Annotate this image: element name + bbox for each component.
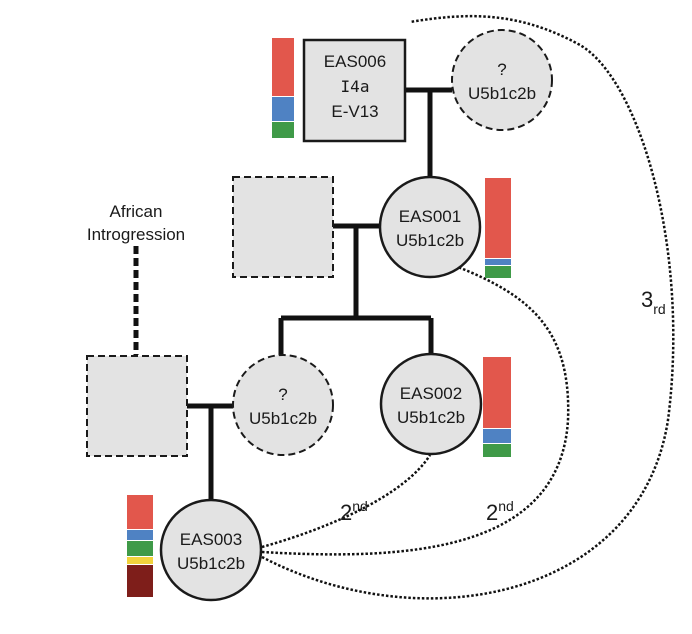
eas006-ychrom: E-V13	[331, 102, 378, 121]
eas001-circle	[378, 175, 482, 279]
african-label-line1: African	[110, 202, 163, 221]
mother-unknown-top-mtdna: U5b1c2b	[468, 84, 536, 103]
ancestry-segment-eas003-green	[127, 541, 153, 556]
ancestry-segment-eas006-blue	[272, 97, 294, 121]
eas003-id: EAS003	[180, 530, 242, 549]
relatedness-label-3rd: 3rd	[641, 287, 666, 317]
eas002-id: EAS002	[400, 384, 462, 403]
father-unknown-bottom-square	[86, 355, 188, 457]
ancestry-segment-eas002-red	[483, 357, 511, 428]
mother-unknown-mid-circle	[232, 354, 334, 456]
ancestry-bar-eas006	[272, 38, 294, 138]
eas002-circle	[379, 352, 483, 456]
ancestry-segment-eas006-green	[272, 122, 294, 138]
relation-curve-eas003-eas002	[261, 454, 432, 549]
eas002-mtdna: U5b1c2b	[397, 408, 465, 427]
relatedness-label-2nd-b: 2nd	[486, 498, 514, 525]
ancestry-segment-eas006-red	[272, 38, 294, 96]
ancestry-segment-eas003-blue	[127, 530, 153, 540]
pedigree-lines	[133, 87, 452, 505]
eas001-mtdna: U5b1c2b	[396, 231, 464, 250]
ancestry-segment-eas001-blue	[485, 259, 511, 265]
ancestry-segment-eas003-yellow	[127, 557, 153, 564]
ancestry-segment-eas002-green	[483, 444, 511, 457]
mother-unknown-top-circle	[451, 29, 553, 131]
ancestry-segment-eas001-green	[485, 266, 511, 278]
mother-unknown-top-id: ?	[497, 60, 506, 79]
father-unknown-mid-square	[232, 176, 334, 278]
mother-unknown-mid-mtdna: U5b1c2b	[249, 409, 317, 428]
eas001-id: EAS001	[399, 207, 461, 226]
ancestry-bar-eas003	[127, 495, 153, 597]
eas003-mtdna: U5b1c2b	[177, 554, 245, 573]
relation-curve-eas003-eas001	[261, 258, 570, 556]
african-label-line2: Introgression	[87, 225, 185, 244]
mother-unknown-mid-id: ?	[278, 385, 287, 404]
ancestry-segment-eas002-blue	[483, 429, 511, 443]
ancestry-bar-eas001	[485, 178, 511, 278]
ancestry-segment-eas003-darkred	[127, 565, 153, 597]
ancestry-segment-eas001-red	[485, 178, 511, 258]
ancestry-segment-eas003-red	[127, 495, 153, 529]
eas006-id: EAS006	[324, 52, 386, 71]
eas006-mtdna: I4a	[341, 77, 370, 96]
eas006-square	[302, 38, 407, 143]
eas003-circle	[159, 498, 263, 602]
relatedness-label-2nd-a: 2nd	[340, 498, 368, 525]
ancestry-bar-eas002	[483, 357, 511, 457]
